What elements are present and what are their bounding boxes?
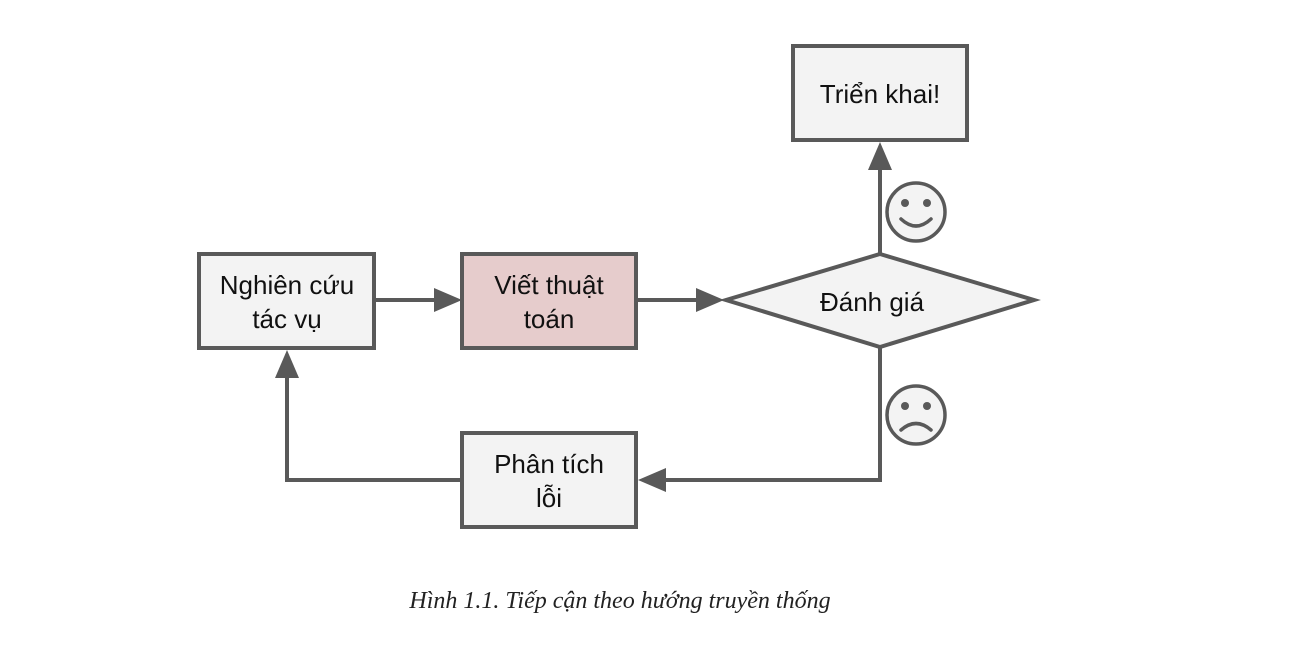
edge-research-to-algorithm	[374, 288, 462, 312]
node-deploy-label: Triển khai!	[820, 79, 940, 109]
edge-algorithm-to-evaluate	[636, 288, 724, 312]
svg-text:Đánh giá: Đánh giá	[820, 287, 925, 317]
node-analyze: Phân tích lỗi	[460, 431, 638, 529]
sad-face-icon	[885, 384, 947, 446]
node-algorithm-line2: toán	[524, 304, 575, 334]
figure-caption: Hình 1.1. Tiếp cận theo hướng truyền thố…	[409, 588, 831, 614]
edge-evaluate-to-deploy	[868, 142, 892, 254]
node-algorithm: Viết thuật toán	[460, 252, 638, 350]
edge-analyze-to-research	[275, 350, 462, 482]
svg-text:toán: toán	[524, 304, 575, 334]
svg-text:Nghiên cứu: Nghiên cứu	[220, 270, 354, 300]
svg-text:Viết thuật: Viết thuật	[494, 270, 604, 300]
edge-evaluate-to-analyze	[638, 347, 882, 492]
node-deploy: Triển khai!	[791, 44, 969, 142]
node-algorithm-line1: Viết thuật	[494, 270, 604, 300]
node-research: Nghiên cứu tác vụ	[197, 252, 376, 350]
svg-text:Phân tích: Phân tích	[494, 449, 604, 479]
happy-face-icon	[885, 181, 947, 243]
node-research-line2: tác vụ	[252, 304, 321, 334]
svg-text:tác vụ: tác vụ	[252, 304, 321, 334]
node-evaluate: Đánh giá	[719, 251, 1041, 350]
node-evaluate-label: Đánh giá	[820, 287, 925, 317]
svg-text:lỗi: lỗi	[536, 483, 562, 513]
node-research-line1: Nghiên cứu	[220, 270, 354, 300]
node-analyze-line2: lỗi	[536, 483, 562, 513]
svg-text:Triển khai!: Triển khai!	[820, 79, 940, 109]
node-analyze-line1: Phân tích	[494, 449, 604, 479]
